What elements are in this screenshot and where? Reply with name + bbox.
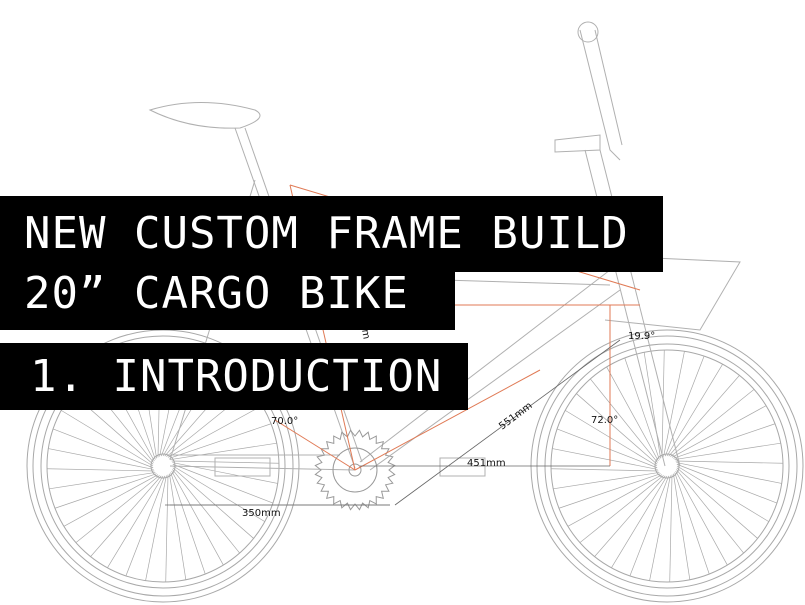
spoke <box>674 442 781 460</box>
spoke <box>171 470 224 566</box>
partial-dimension-label: m <box>359 329 372 341</box>
spoke <box>75 475 160 543</box>
spoke <box>172 467 254 539</box>
title-line-2: 20” CARGO BIKE <box>0 270 455 330</box>
spoke <box>49 472 156 490</box>
spoke <box>629 475 670 577</box>
length-451-label: 451mm <box>467 458 506 469</box>
spoke <box>90 475 162 557</box>
spoke <box>567 474 663 527</box>
spoke <box>594 475 666 557</box>
spoke <box>674 472 710 575</box>
spoke <box>165 474 169 582</box>
spoke <box>670 389 755 457</box>
spoke <box>172 462 278 484</box>
seat-angle-label: 70.0° <box>271 416 298 427</box>
spoke <box>52 428 154 469</box>
spoke <box>606 366 659 462</box>
spoke <box>565 410 658 467</box>
spoke <box>48 448 154 470</box>
spoke <box>673 473 691 580</box>
spoke <box>47 468 155 472</box>
spoke <box>675 470 728 566</box>
chainring <box>314 429 396 511</box>
saddle <box>148 102 261 129</box>
spoke <box>663 351 685 457</box>
hub <box>654 453 680 479</box>
spoke <box>170 472 206 575</box>
spoke <box>611 475 668 568</box>
spoke <box>145 475 167 581</box>
section-heading: 1. INTRODUCTION <box>0 343 468 410</box>
head-angle-label: 72.0° <box>591 415 618 426</box>
spoke <box>552 448 658 470</box>
spoke <box>649 475 671 581</box>
spoke <box>643 352 661 459</box>
spoke <box>551 468 659 472</box>
handlebar-riser <box>554 134 601 153</box>
rear-wheel <box>26 329 300 603</box>
spoke <box>590 378 658 463</box>
spoke <box>63 474 159 527</box>
spoke <box>669 474 673 582</box>
spoke <box>172 469 240 554</box>
spoke <box>169 423 272 459</box>
spoke <box>556 428 658 469</box>
spoke <box>675 460 783 464</box>
spoke <box>676 462 782 484</box>
spoke <box>107 475 164 568</box>
spoke <box>54 473 157 509</box>
spoke <box>558 473 661 509</box>
spoke <box>171 460 279 464</box>
spoke <box>671 405 767 458</box>
stem <box>579 29 623 161</box>
spoke <box>167 405 263 458</box>
spoke <box>673 423 776 459</box>
cargo-rack <box>589 254 741 331</box>
spoke <box>576 393 658 465</box>
spoke <box>664 355 705 457</box>
spoke <box>624 357 660 460</box>
spoke <box>172 463 274 504</box>
spoke <box>676 469 744 554</box>
spoke <box>661 350 665 458</box>
length-551-label: 551mm <box>497 400 534 432</box>
spoke <box>170 442 277 460</box>
spoke <box>676 465 769 522</box>
spoke <box>676 463 778 504</box>
spoke <box>676 467 758 539</box>
dimension-lines <box>165 339 621 506</box>
spoke <box>169 473 187 580</box>
spoke <box>666 364 723 457</box>
offset-angle-label: 19.9° <box>628 331 655 342</box>
spoke <box>579 475 664 543</box>
title-line-1: NEW CUSTOM FRAME BUILD <box>0 196 663 272</box>
spoke <box>61 410 154 467</box>
spoke <box>125 475 166 577</box>
length-350-label: 350mm <box>242 508 281 519</box>
spoke <box>172 465 265 522</box>
spoke <box>668 375 740 457</box>
spoke <box>553 472 660 490</box>
